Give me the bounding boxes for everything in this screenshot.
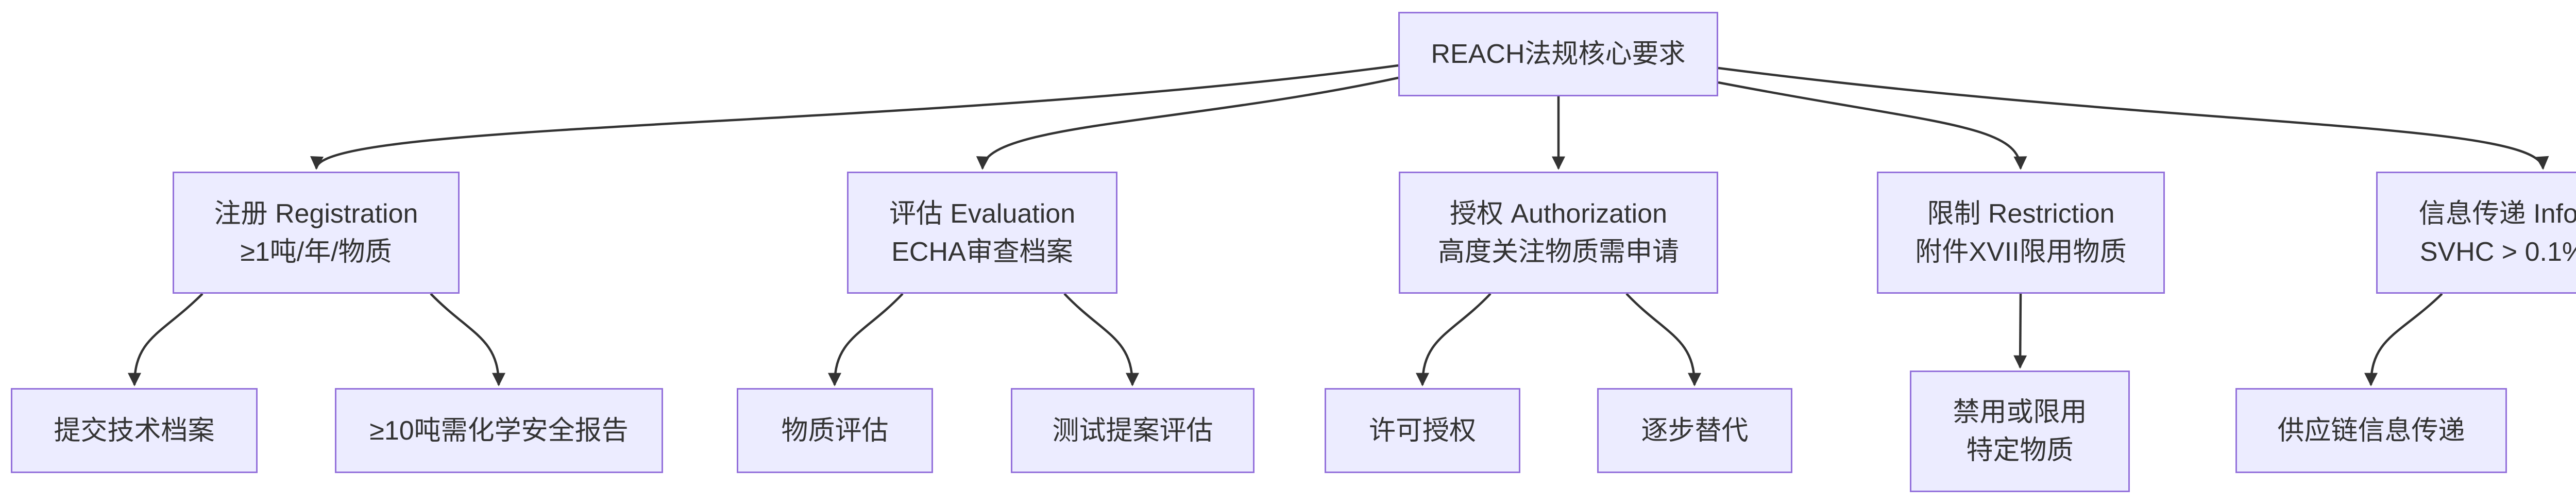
node-leaf-safety-report: ≥10吨需化学安全报告 [335,388,663,473]
node-leaf-ban: 禁用或限用 特定物质 [1910,371,2130,492]
edge-authorization-to-substitution [1625,293,1701,387]
leaf-substance-eval-label: 物质评估 [781,415,889,446]
leaf-supply-chain-label: 供应链信息传递 [2277,415,2465,446]
node-leaf-testing-proposal: 测试提案评估 [1011,388,1255,473]
node-registration-line1: 注册 Registration [214,198,418,229]
node-information-line1: 信息传递 Information [2418,198,2576,229]
node-restriction: 限制 Restriction 附件XVII限用物质 [1877,172,2165,294]
node-evaluation-line2: ECHA审查档案 [891,237,1073,267]
node-authorization-line1: 授权 Authorization [1450,198,1667,229]
edge-evaluation-to-testing-proposal [1063,293,1139,387]
leaf-license-label: 许可授权 [1368,415,1476,446]
edge-evaluation-to-substance-eval [828,293,904,387]
node-information: 信息传递 Information SVHC > 0.1%需通报 [2376,172,2576,294]
leaf-tech-dossier-label: 提交技术档案 [54,415,215,446]
node-evaluation-line1: 评估 Evaluation [889,198,1076,229]
edge-root-to-information [1718,66,2549,170]
node-registration: 注册 Registration ≥1吨/年/物质 [173,172,460,294]
edge-root-to-evaluation [976,76,1399,170]
edge-information-to-supply-chain [2364,293,2443,387]
leaf-safety-report-label: ≥10吨需化学安全报告 [369,415,629,446]
leaf-ban-line2: 特定物质 [1966,435,2074,465]
node-authorization-line2: 高度关注物质需申请 [1437,237,1679,267]
node-leaf-license: 许可授权 [1325,388,1520,473]
node-root: REACH法规核心要求 [1398,12,1718,96]
node-information-line2: SVHC > 0.1%需通报 [2419,237,2576,267]
node-root-label: REACH法规核心要求 [1431,39,1686,69]
node-leaf-substitution: 逐步替代 [1597,388,1792,473]
edge-restriction-to-ban [2013,293,2027,369]
node-registration-line2: ≥1吨/年/物质 [240,237,392,267]
leaf-testing-proposal-label: 测试提案评估 [1052,415,1213,446]
leaf-ban-line1: 禁用或限用 [1953,397,2087,427]
node-authorization: 授权 Authorization 高度关注物质需申请 [1399,172,1718,294]
node-leaf-substance-eval: 物质评估 [737,388,933,473]
leaf-substitution-label: 逐步替代 [1641,415,1749,446]
edge-root-to-restriction [1718,81,2027,170]
node-leaf-supply-chain: 供应链信息传递 [2235,388,2507,473]
edge-authorization-to-license [1416,293,1492,387]
edge-registration-to-safety-report [430,293,505,387]
node-restriction-line1: 限制 Restriction [1927,198,2115,229]
edge-registration-to-tech-dossier [128,293,204,387]
node-leaf-tech-dossier: 提交技术档案 [11,388,258,473]
edge-root-to-registration [310,64,1399,170]
node-restriction-line2: 附件XVII限用物质 [1915,237,2127,267]
node-evaluation: 评估 Evaluation ECHA审查档案 [847,172,1117,294]
